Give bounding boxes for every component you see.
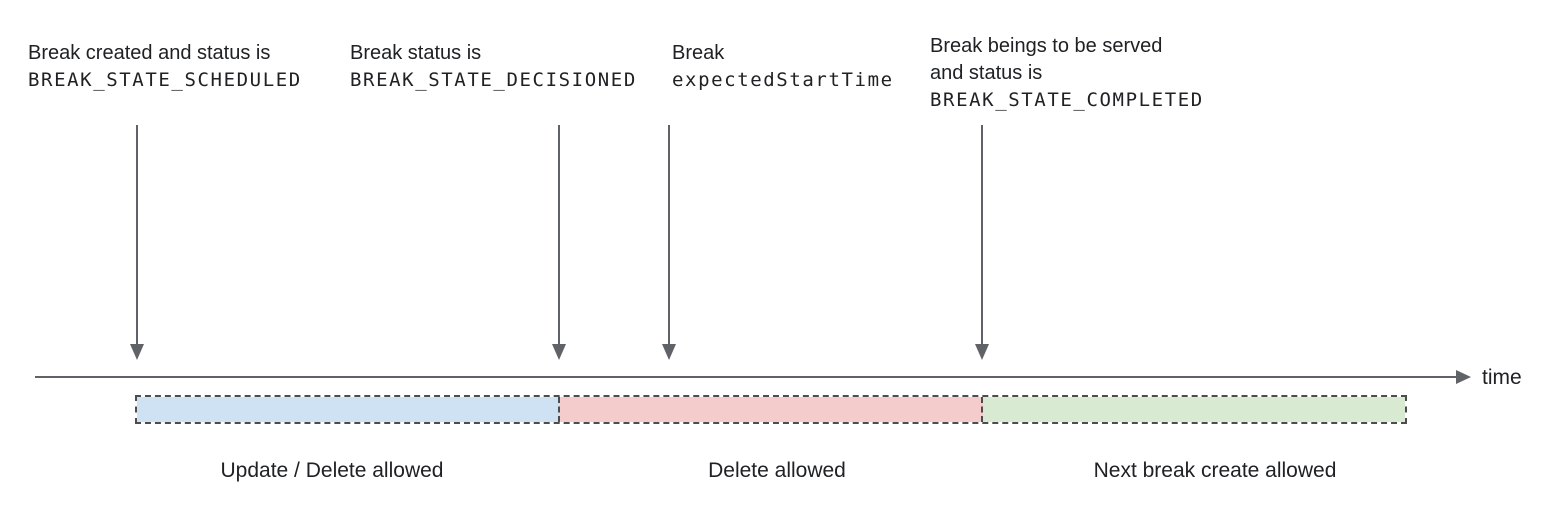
annotation-text: and status is — [930, 62, 1043, 84]
phase-segment-delete — [560, 397, 983, 422]
time-axis-arrow — [35, 370, 1471, 384]
annotation-code: BREAK_STATE_COMPLETED — [930, 89, 1204, 111]
phase-label-next-create: Next break create allowed — [1093, 459, 1337, 482]
annotation-text: Break beings to be served — [930, 35, 1163, 57]
phase-bar — [135, 395, 1407, 424]
down-arrow-completed — [975, 125, 989, 360]
down-arrow-expected-start — [662, 125, 676, 360]
annotation-text: Break status is — [350, 42, 482, 64]
annotation-code: expectedStartTime — [672, 69, 894, 91]
phase-segment-next-create — [983, 397, 1405, 422]
annotation-text: Break — [672, 42, 725, 64]
annotation-text: Break created and status is — [28, 42, 271, 64]
annotation-code: BREAK_STATE_SCHEDULED — [28, 69, 302, 91]
phase-label-update-delete: Update / Delete allowed — [220, 459, 444, 482]
down-arrow-scheduled — [130, 125, 144, 360]
annotation-break-decisioned: Break status is BREAK_STATE_DECISIONED — [350, 40, 637, 94]
annotation-break-completed: Break beings to be served and status is … — [930, 33, 1204, 114]
annotation-expected-start-time: Break expectedStartTime — [672, 40, 894, 94]
time-axis-label: time — [1482, 366, 1522, 389]
down-arrow-decisioned — [552, 125, 566, 360]
annotation-code: BREAK_STATE_DECISIONED — [350, 69, 637, 91]
phase-segment-update-delete — [137, 397, 560, 422]
phase-label-delete: Delete allowed — [708, 459, 846, 482]
annotation-break-scheduled: Break created and status is BREAK_STATE_… — [28, 40, 302, 94]
